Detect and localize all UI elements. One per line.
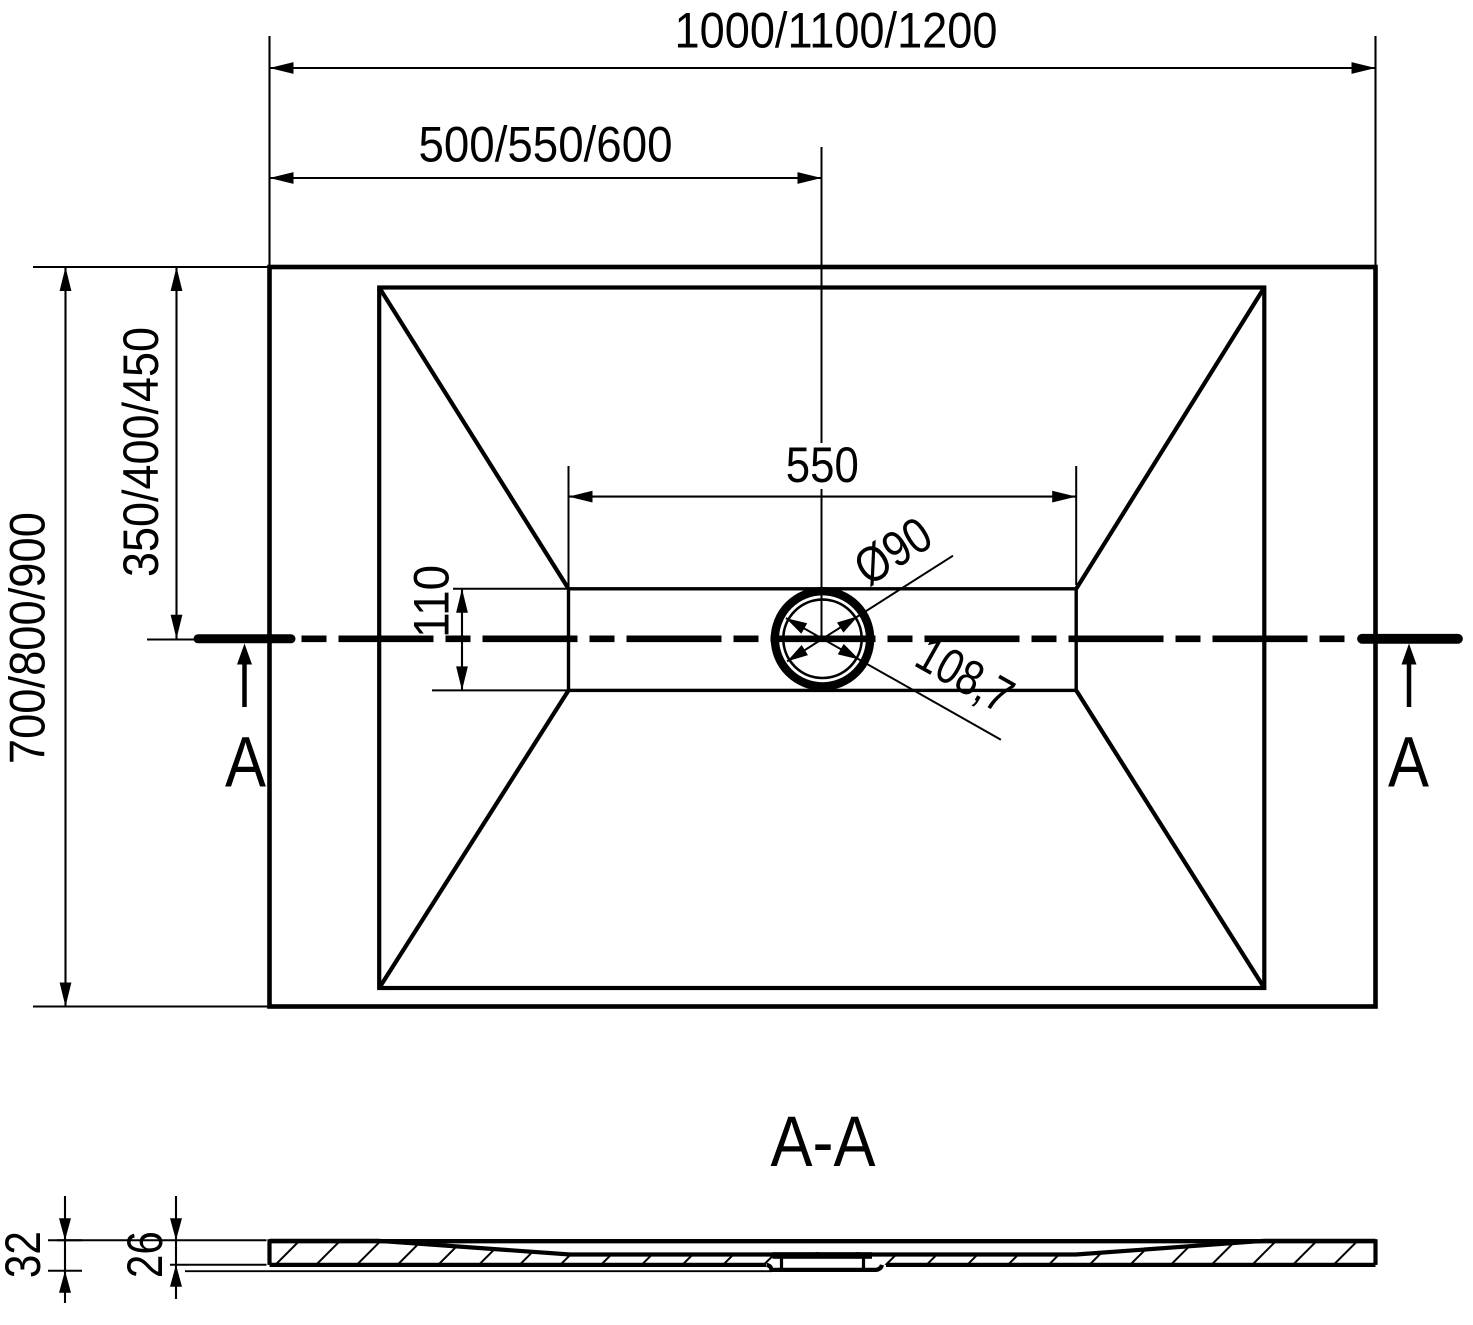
svg-text:A: A: [225, 723, 267, 802]
svg-text:Ø90: Ø90: [844, 506, 942, 596]
svg-text:700/800/900: 700/800/900: [0, 512, 56, 764]
svg-text:1000/1100/1200: 1000/1100/1200: [675, 3, 998, 59]
svg-text:500/550/600: 500/550/600: [419, 117, 673, 173]
svg-text:550: 550: [786, 437, 859, 493]
svg-text:A: A: [1388, 723, 1430, 802]
svg-text:110: 110: [404, 565, 460, 638]
svg-text:26: 26: [117, 1231, 173, 1278]
svg-text:A-A: A-A: [771, 1103, 877, 1182]
svg-text:32: 32: [0, 1231, 51, 1278]
svg-text:350/400/450: 350/400/450: [113, 327, 169, 577]
